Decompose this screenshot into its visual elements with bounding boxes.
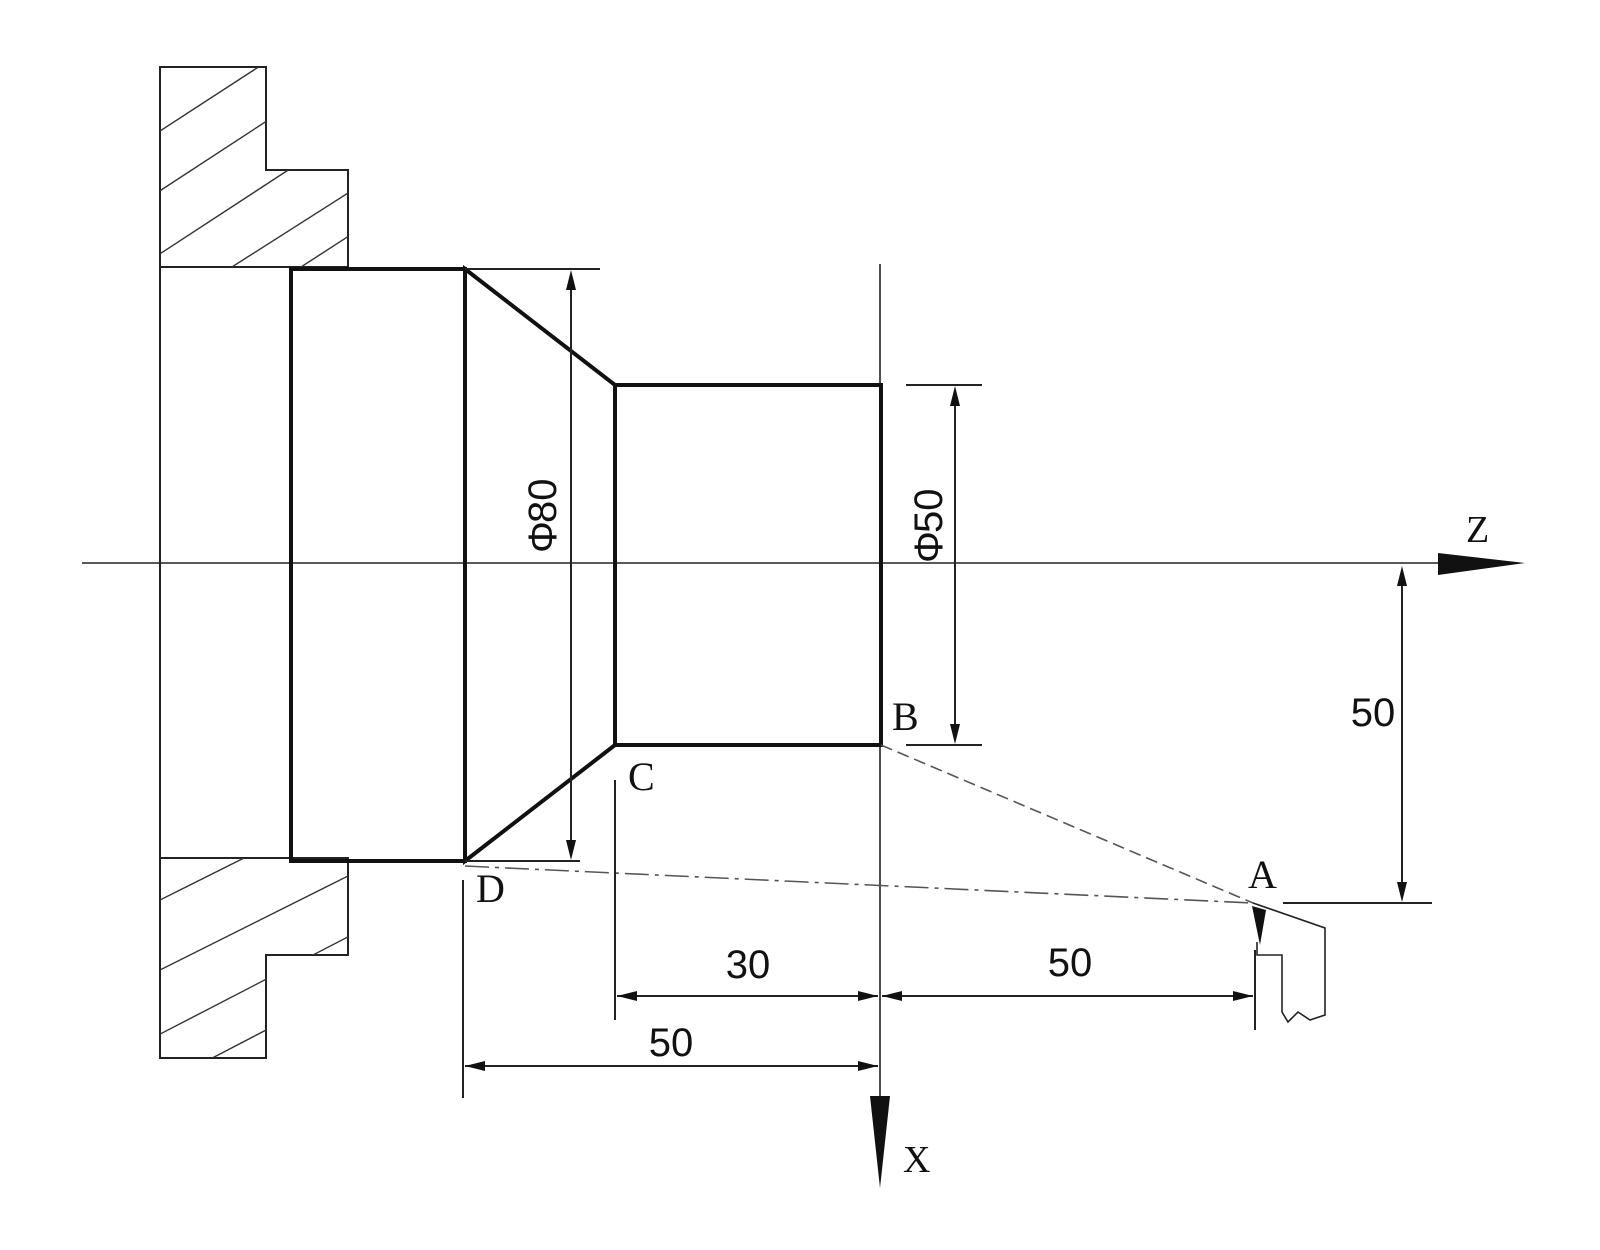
offset-arrow-bottom <box>1397 882 1407 902</box>
dia50-value: 50 <box>907 489 951 534</box>
chuck-hatch-top <box>160 67 348 267</box>
dia50-arrow-bottom <box>950 724 960 744</box>
dim50b-arrow-right <box>858 1061 878 1071</box>
dia50-arrow-top <box>950 386 960 406</box>
z-axis-label: Z <box>1466 509 1489 551</box>
tool-tip <box>1252 906 1266 945</box>
dim50b-arrow-left <box>465 1061 485 1071</box>
offset-arrow-top <box>1397 566 1407 586</box>
point-label-c: C <box>628 754 655 799</box>
tool-body <box>1252 902 1326 1024</box>
chuck-jaw-top <box>159 66 349 268</box>
cutting-tool <box>1252 902 1326 1024</box>
dia80-value: 80 <box>521 479 565 524</box>
x-axis-label: X <box>903 1139 930 1181</box>
point-label-a: A <box>1248 852 1277 897</box>
offset-value: 50 <box>1351 691 1396 735</box>
dia80-arrow-top <box>566 270 576 290</box>
chuck-jaw-bottom <box>159 857 349 1059</box>
path-d-to-a <box>464 865 1254 904</box>
dim50b-value: 50 <box>649 1021 694 1065</box>
dia80-symbol: Φ <box>521 521 565 553</box>
z-axis-arrow <box>1438 553 1525 575</box>
dim30-arrow-right <box>858 991 878 1001</box>
dim30-value: 30 <box>726 943 771 987</box>
dim50r-arrow-right <box>1233 991 1253 1001</box>
dia50-symbol: Φ <box>907 531 951 563</box>
small-cylinder <box>613 383 883 747</box>
dia80-arrow-bottom <box>566 840 576 860</box>
path-b-to-a <box>880 744 1254 904</box>
dim30-arrow-left <box>617 991 637 1001</box>
dim50r-value: 50 <box>1048 941 1093 985</box>
chuck <box>159 66 349 1059</box>
point-label-b: B <box>892 694 919 739</box>
dim50r-arrow-left <box>882 991 902 1001</box>
taper-section <box>463 264 617 866</box>
x-axis-arrow <box>870 1096 890 1188</box>
workpiece <box>289 264 883 866</box>
point-label-d: D <box>476 866 505 911</box>
large-cylinder <box>289 267 467 863</box>
chuck-hatch-bottom <box>160 858 348 1058</box>
